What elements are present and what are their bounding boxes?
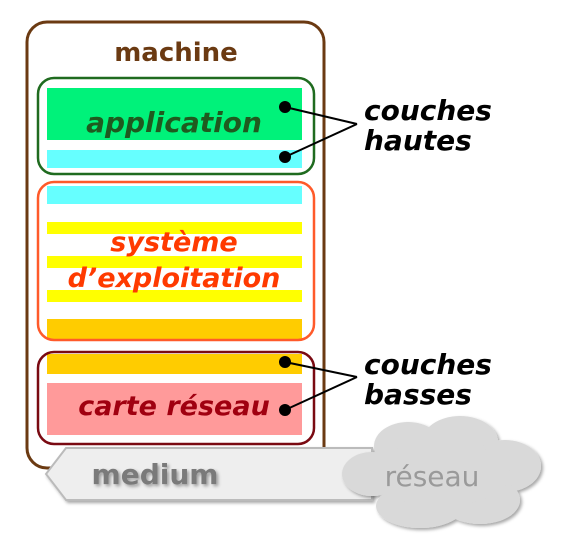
driver-band-upper <box>47 319 302 339</box>
upper-layers-group <box>36 76 316 176</box>
lower-connector-line-top <box>284 361 358 378</box>
os-band-1 <box>47 222 302 234</box>
os-label-line1: système <box>110 227 237 258</box>
os-band-2 <box>47 256 302 268</box>
network-card-layer <box>47 383 302 435</box>
os-label-line2: d’exploitation <box>68 263 281 294</box>
medium-arrow <box>44 447 373 501</box>
os-group <box>36 180 316 342</box>
application-layer <box>47 88 302 140</box>
driver-band-lower <box>47 354 302 374</box>
transport-band-lower <box>47 186 302 204</box>
application-label: application <box>86 106 262 139</box>
lower-layers-label-line1: couches <box>364 348 492 381</box>
network-cloud <box>342 416 541 528</box>
lower-layers-label-line2: basses <box>364 378 472 411</box>
upper-connector-line-bottom <box>284 123 358 158</box>
upper-connector-line-top <box>284 106 358 125</box>
cloud-label: réseau <box>385 460 480 493</box>
transport-band-upper <box>47 150 302 168</box>
upper-layers-label-line2: hautes <box>364 124 472 157</box>
upper-layers-label-line1: couches <box>364 94 492 127</box>
lower-connector-line-bottom <box>284 376 358 411</box>
lower-layers-group <box>36 350 316 446</box>
medium-label: medium <box>92 458 219 491</box>
network-card-label: carte réseau <box>78 391 270 422</box>
os-band-3 <box>47 290 302 302</box>
machine-title: machine <box>114 38 238 68</box>
